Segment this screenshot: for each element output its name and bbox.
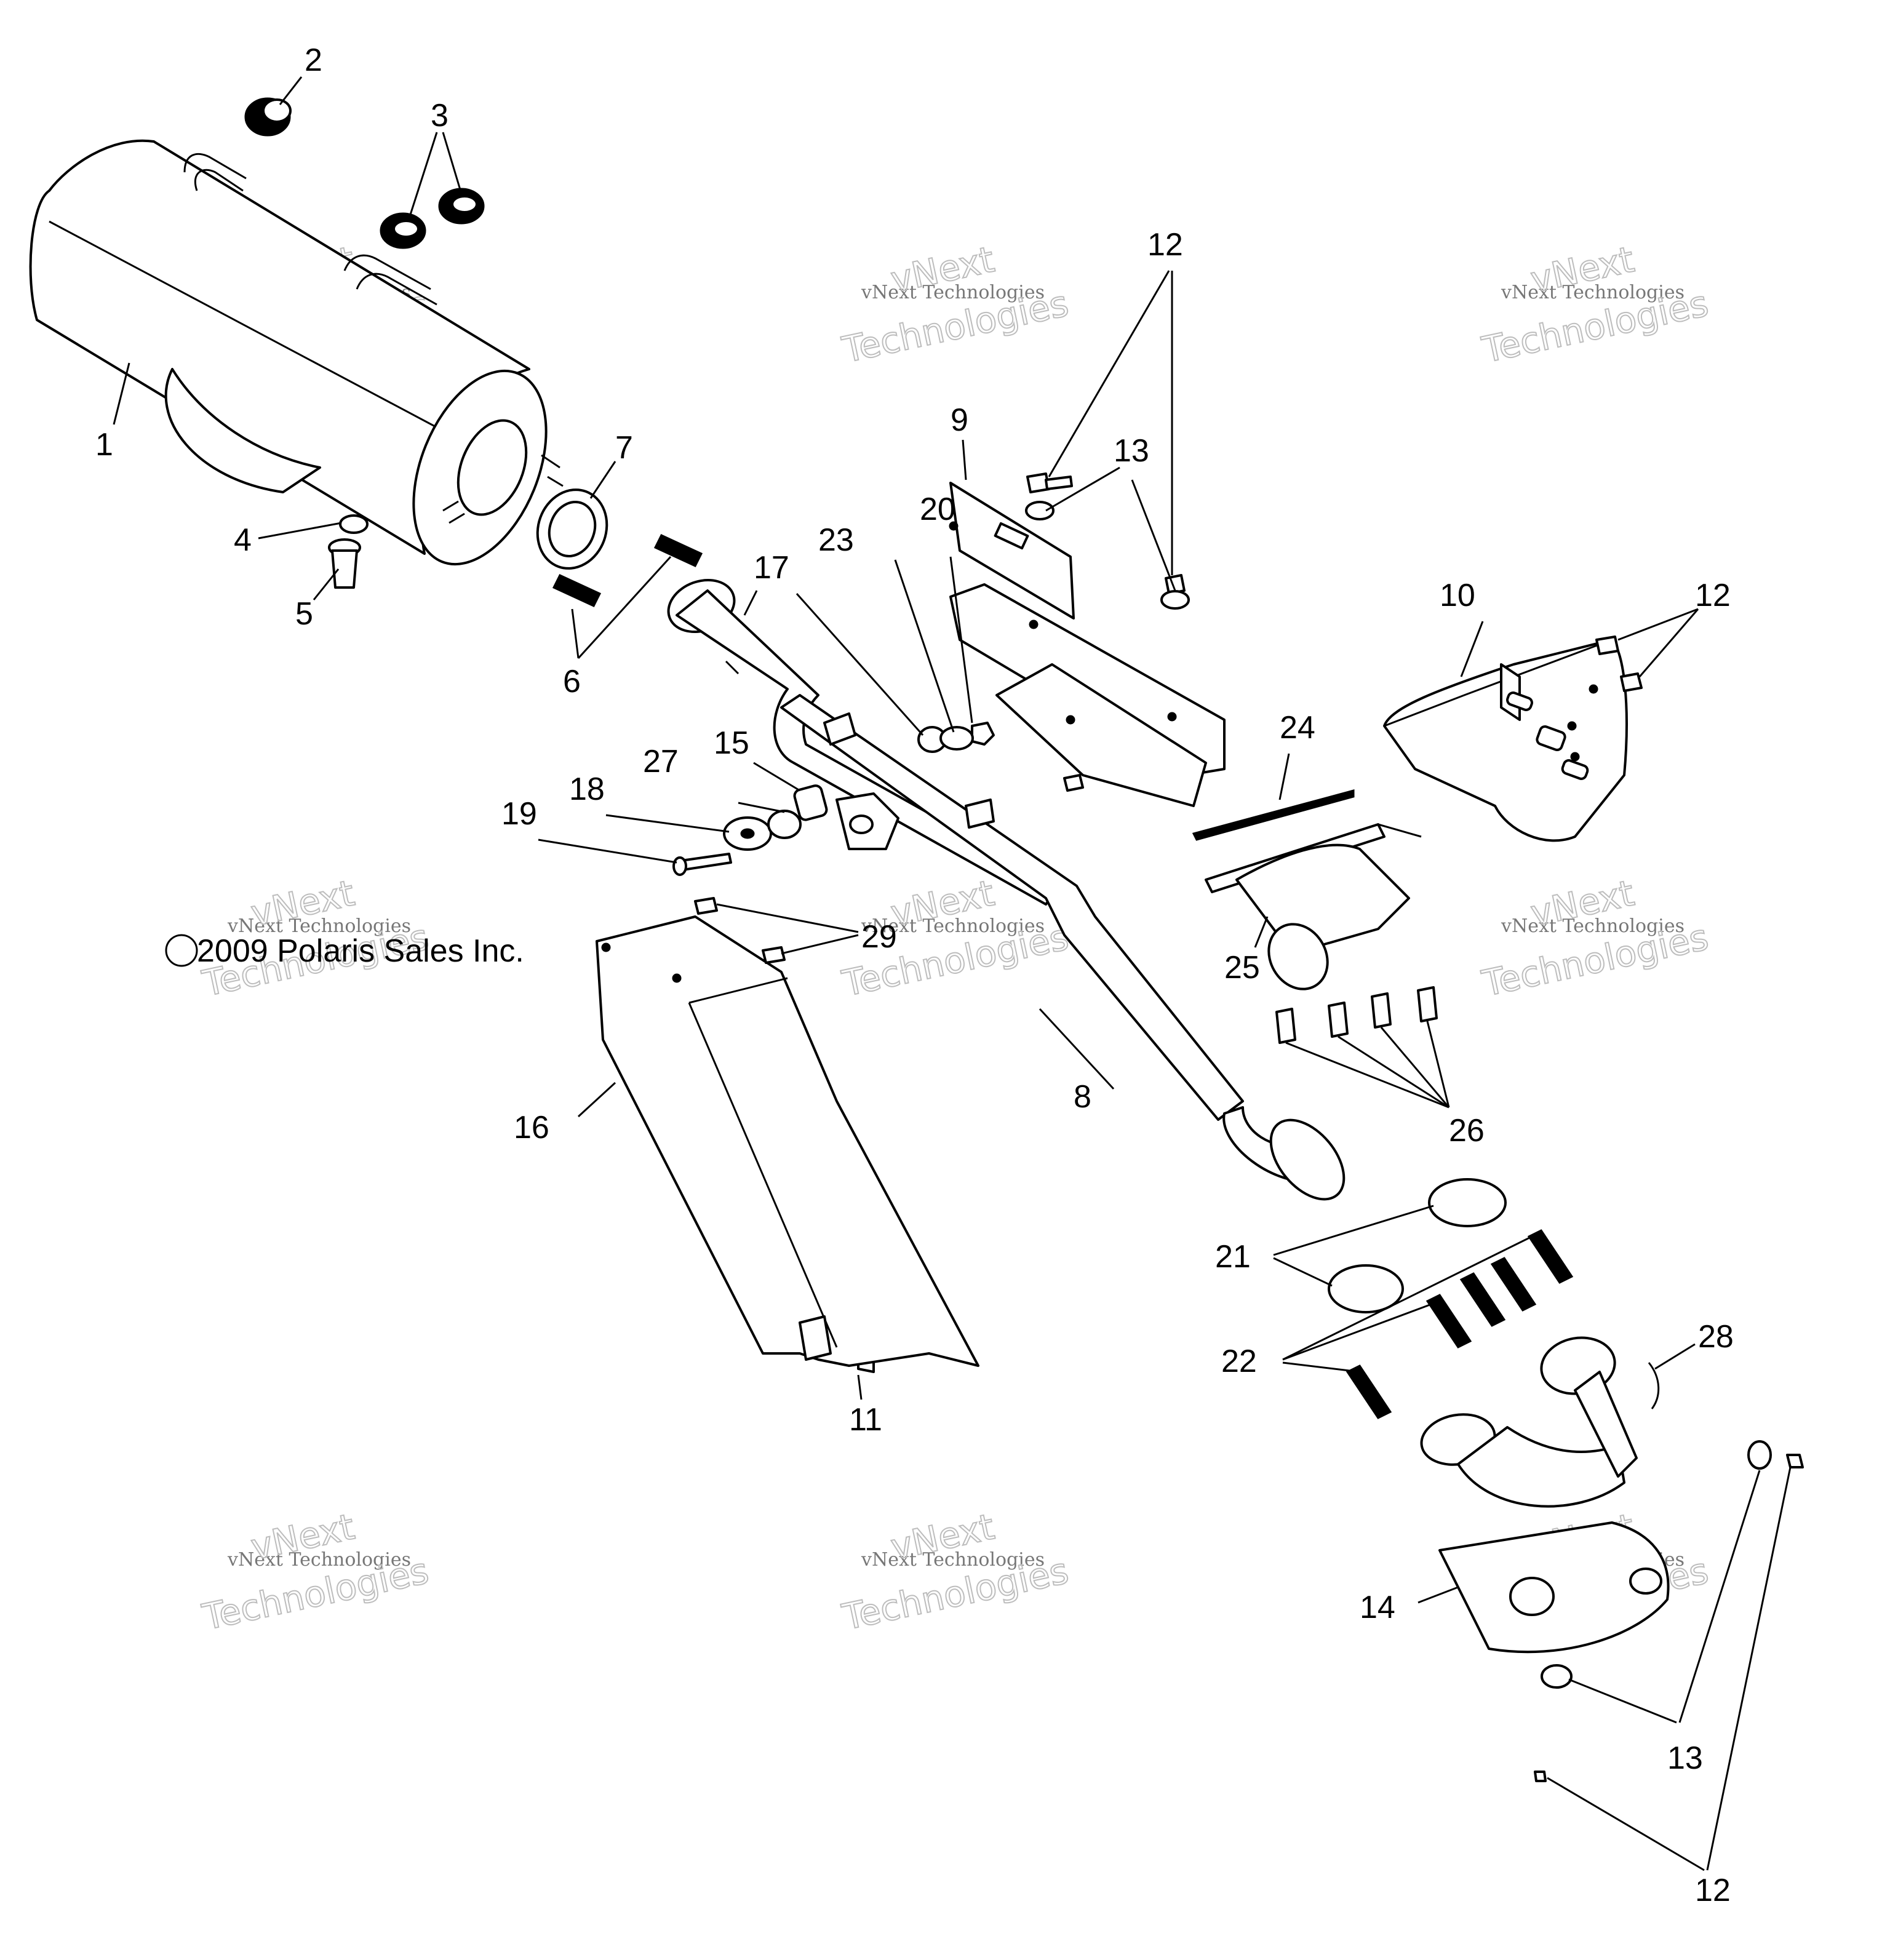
bolt-part-5: [328, 538, 361, 589]
nut-part-20: [971, 722, 995, 746]
callout-14: 14: [1360, 1590, 1395, 1625]
callout-27: 27: [643, 744, 679, 779]
callout-2: 2: [305, 42, 322, 78]
watermark-2: vNext Technologies vNext Technologies: [838, 237, 1073, 372]
washer-part-23: [939, 726, 974, 751]
copyright-text: 2009 Polaris Sales Inc.: [197, 933, 524, 969]
callout-numbers: 1 2 3 4 5 6 7 8 9 10 11 12 12 12 13 13 1…: [95, 42, 1734, 1908]
washers-part-13: [1025, 501, 1772, 1689]
bracket-part-9: [949, 482, 1226, 807]
callout-26: 26: [1449, 1113, 1485, 1149]
bolts-part-26: [1275, 986, 1438, 1044]
watermark-6: vNext Technologies vNext Technologies: [1478, 871, 1713, 1005]
callout-13b: 13: [1667, 1740, 1703, 1776]
callout-19: 19: [501, 796, 537, 832]
callout-4: 4: [234, 522, 252, 558]
gasket-part-7: [536, 488, 608, 570]
callout-7: 7: [615, 430, 633, 466]
callout-23: 23: [818, 522, 854, 558]
callout-9: 9: [951, 402, 968, 438]
callout-12c: 12: [1695, 1873, 1731, 1908]
callout-3: 3: [431, 98, 449, 133]
svg-text:vNext Technologies: vNext Technologies: [1501, 915, 1685, 937]
head-pipe-part-8: [667, 578, 1346, 1201]
y-pipe-part-28: [1420, 1336, 1660, 1508]
callout-13a: 13: [1114, 433, 1149, 469]
callout-1: 1: [95, 427, 113, 463]
springs-part-22: [1346, 1229, 1574, 1419]
copyright-notice: 2009 Polaris Sales Inc.: [165, 933, 524, 969]
callout-17: 17: [754, 550, 789, 586]
grommets-part-3: [380, 188, 485, 249]
leader-lines: [113, 76, 1792, 1871]
spacer-part-15: [793, 784, 828, 821]
callout-18: 18: [569, 771, 605, 807]
callout-10: 10: [1440, 578, 1475, 613]
callout-5: 5: [295, 596, 313, 632]
callout-21: 21: [1215, 1239, 1251, 1275]
callout-29: 29: [861, 919, 897, 955]
callout-11: 11: [849, 1402, 882, 1438]
svg-text:vNext Technologies: vNext Technologies: [1501, 282, 1685, 303]
callout-8: 8: [1074, 1079, 1091, 1115]
springs-part-6: [552, 534, 703, 607]
callout-28: 28: [1698, 1319, 1734, 1355]
callout-15: 15: [714, 725, 749, 761]
svg-text:vNext Technologies: vNext Technologies: [227, 915, 411, 937]
svg-text:vNext Technologies: vNext Technologies: [227, 1549, 411, 1571]
svg-text:vNext Technologies: vNext Technologies: [861, 1549, 1045, 1571]
bolts-part-29: [694, 897, 786, 964]
flange-part-25: [1205, 823, 1422, 990]
callout-12a: 12: [1147, 227, 1183, 263]
callout-20: 20: [920, 492, 955, 527]
callout-6: 6: [563, 664, 581, 699]
watermark-8: vNext Technologies vNext Technologies: [838, 1505, 1073, 1639]
heat-shield-part-10: [1383, 639, 1628, 842]
svg-text:vNext Technologies: vNext Technologies: [861, 915, 1045, 937]
grommet-part-2: [244, 97, 292, 137]
washer-part-18: [723, 816, 772, 851]
watermark-3: vNext Technologies vNext Technologies: [1478, 237, 1713, 372]
callout-12b: 12: [1695, 578, 1731, 613]
washer-part-27: [767, 810, 802, 839]
gaskets-part-21: [1328, 1178, 1507, 1313]
callout-22: 22: [1221, 1344, 1257, 1379]
svg-text:vNext Technologies: vNext Technologies: [861, 282, 1045, 303]
callout-25: 25: [1224, 950, 1260, 986]
lower-heat-shield-part-14: [1438, 1521, 1670, 1654]
callout-16: 16: [514, 1110, 549, 1145]
callout-24: 24: [1280, 710, 1315, 746]
washer-part-4: [339, 514, 369, 534]
watermark-7: vNext Technologies vNext Technologies: [198, 1505, 433, 1639]
muffler-part-1: [29, 139, 564, 566]
bolt-part-19: [672, 853, 732, 876]
gasket-part-24: [1192, 789, 1355, 841]
